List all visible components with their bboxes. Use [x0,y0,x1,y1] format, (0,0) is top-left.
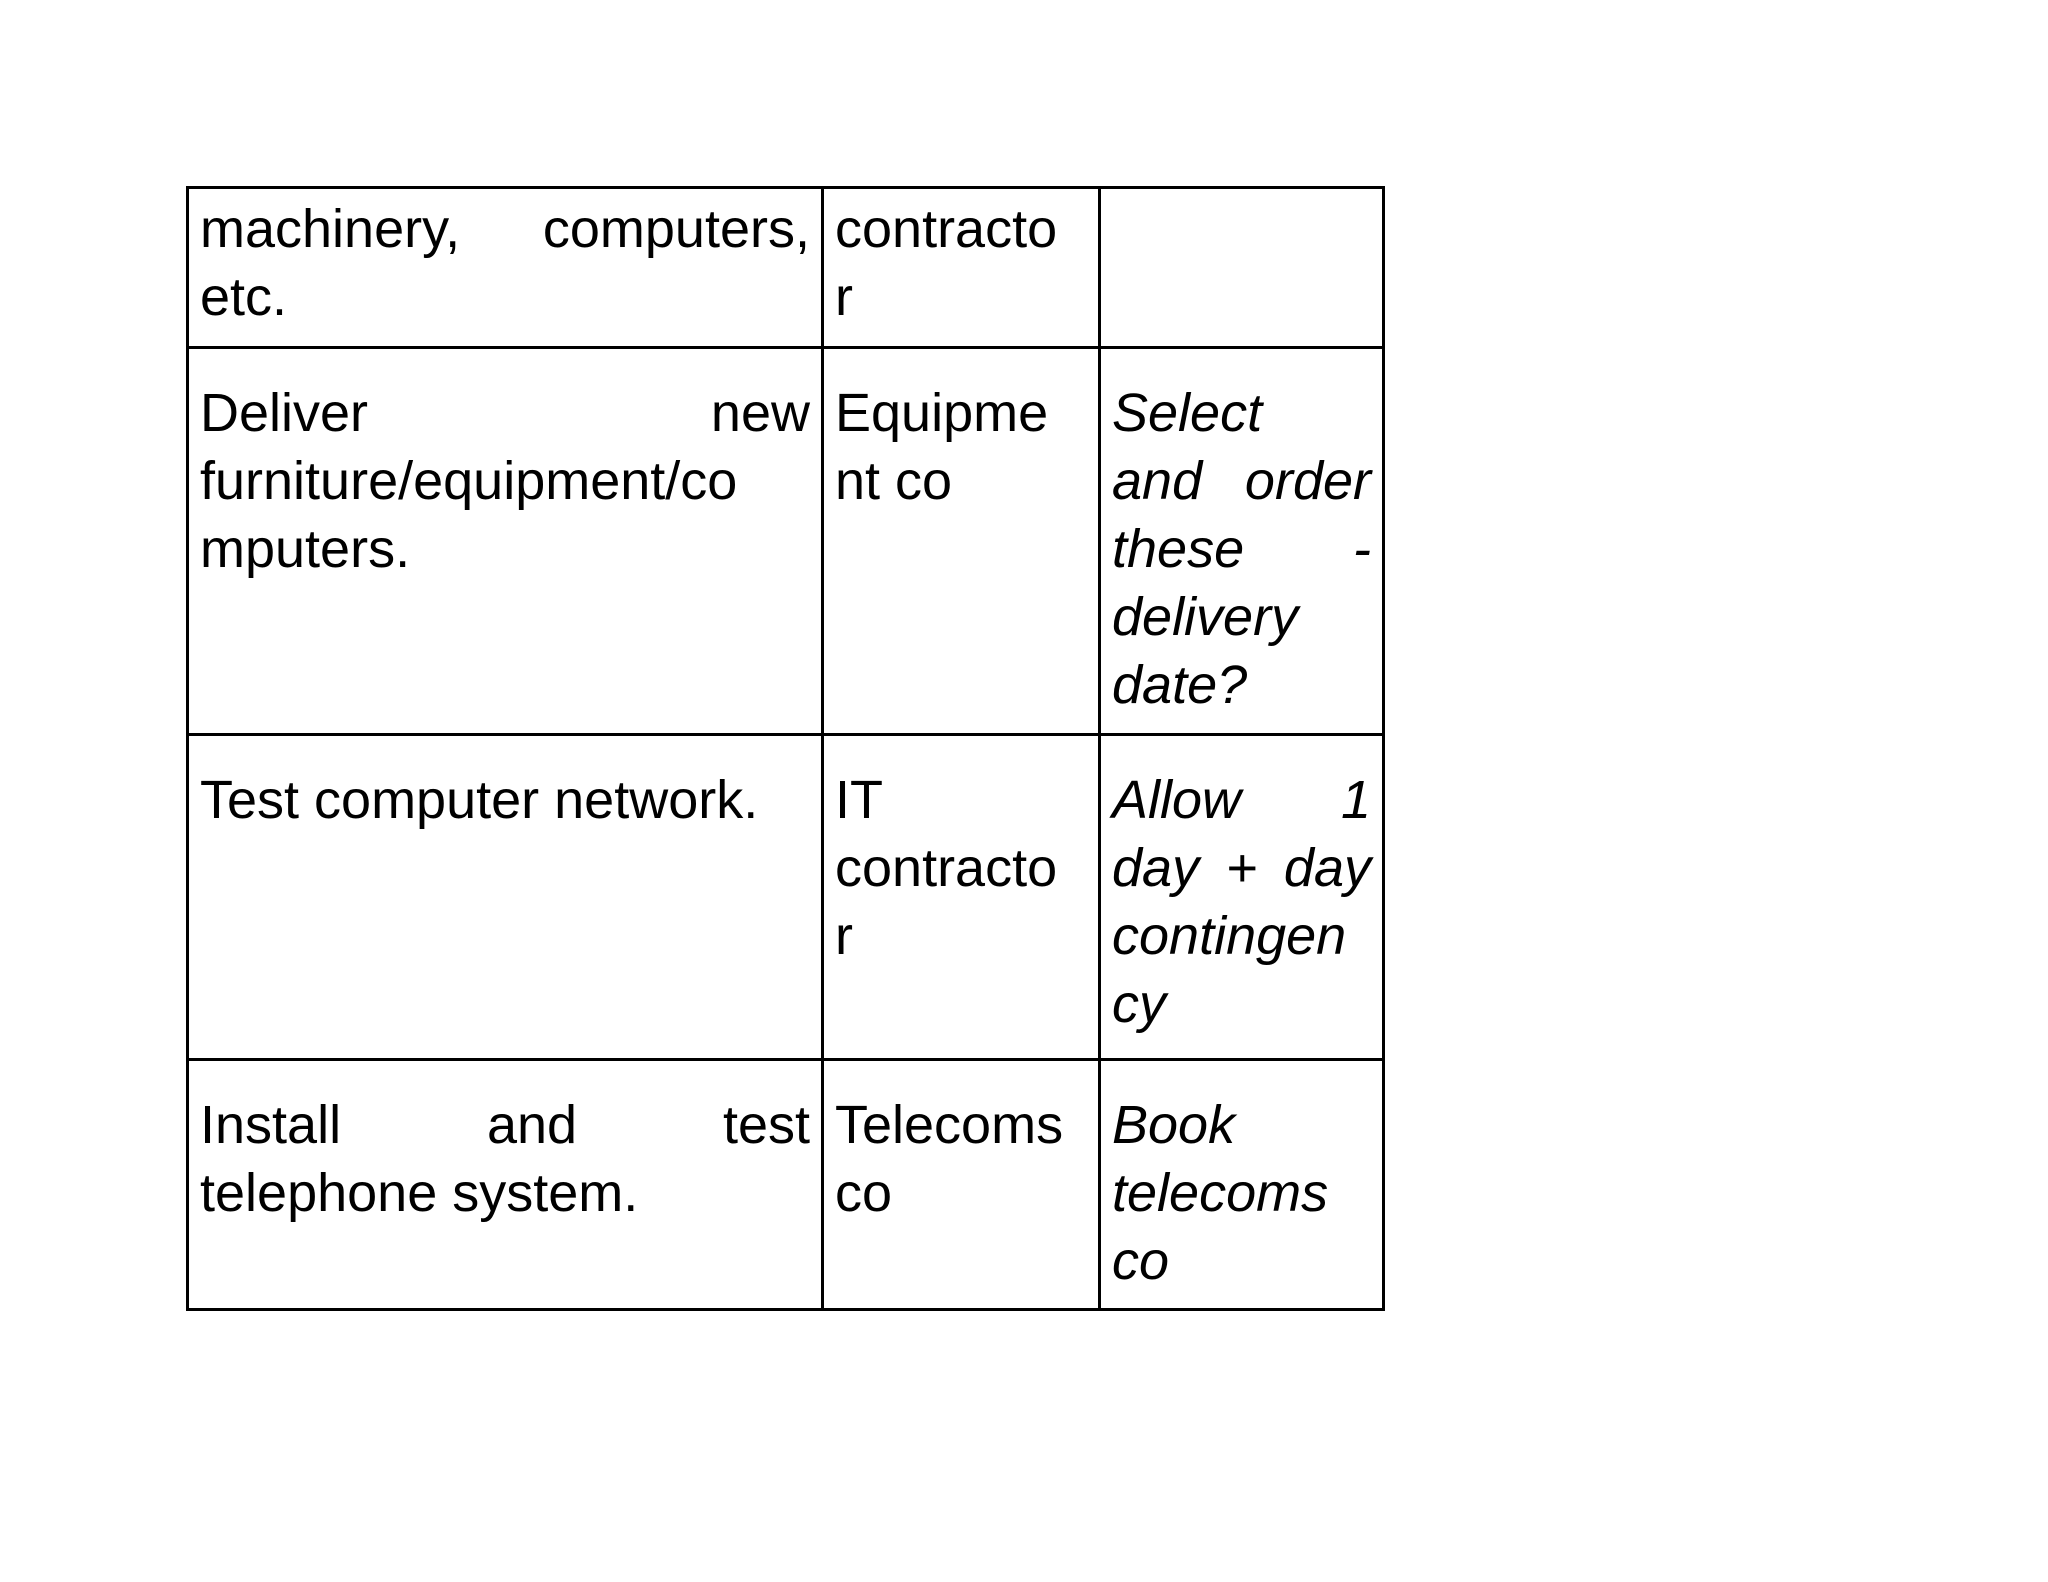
text-line: contracto [835,838,1058,898]
text-line: Install and test [200,1095,810,1155]
text-line: Allow 1 [1112,770,1371,830]
notes-cell: Allow 1 day + day contingen cy [1098,733,1385,1061]
text-line: furniture/equipment/co [200,451,738,511]
table-row: Deliver new furniture/equipment/co mputers… [186,346,1385,736]
text-line: etc. [200,267,288,327]
text-line: Equipme [835,383,1049,443]
text-line: co [1112,1231,1170,1291]
text-line: r [835,906,853,966]
table-row: Test computer network. IT contracto r Allow … [186,733,1385,1061]
owner-cell: contracto r [821,186,1101,349]
task-cell: Install and test telephone system. [186,1058,824,1311]
task-cell: Test computer network. [186,733,824,1061]
text-line: Deliver new [200,383,810,443]
text-line: day + day [1112,838,1371,898]
text-line: IT [835,770,883,830]
text-line: telecoms [1112,1163,1329,1223]
text-line: Telecoms [835,1095,1064,1155]
text-line: Book [1112,1095,1236,1155]
text-line: mputers. [200,519,411,579]
table-row: machinery, computers, etc. contracto r [186,186,1385,349]
owner-cell: Telecoms co [821,1058,1101,1311]
notes-cell [1098,186,1385,349]
text-line: these - [1112,519,1371,579]
task-cell: machinery, computers, etc. [186,186,824,349]
text-line: delivery [1112,587,1299,647]
text-line: r [835,267,853,327]
text-line: Select [1112,383,1263,443]
task-cell: Deliver new furniture/equipment/co mputers… [186,346,824,736]
notes-cell: Select and order these - delivery date? [1098,346,1385,736]
text-line: contracto [835,199,1058,259]
table-row: Install and test telephone system. Telecom… [186,1058,1385,1311]
owner-cell: Equipme nt co [821,346,1101,736]
text-line: co [835,1163,893,1223]
text-line: cy [1112,974,1166,1034]
text-line: machinery, computers, [200,199,810,259]
text-line: contingen [1112,906,1347,966]
owner-cell: IT contracto r [821,733,1101,1061]
text-line: nt co [835,451,953,511]
notes-cell: Book telecoms co [1098,1058,1385,1311]
text-line: date? [1112,655,1248,715]
text-line: telephone system. [200,1163,639,1223]
text-line: Test computer network. [200,770,759,830]
text-line: and order [1112,451,1371,511]
